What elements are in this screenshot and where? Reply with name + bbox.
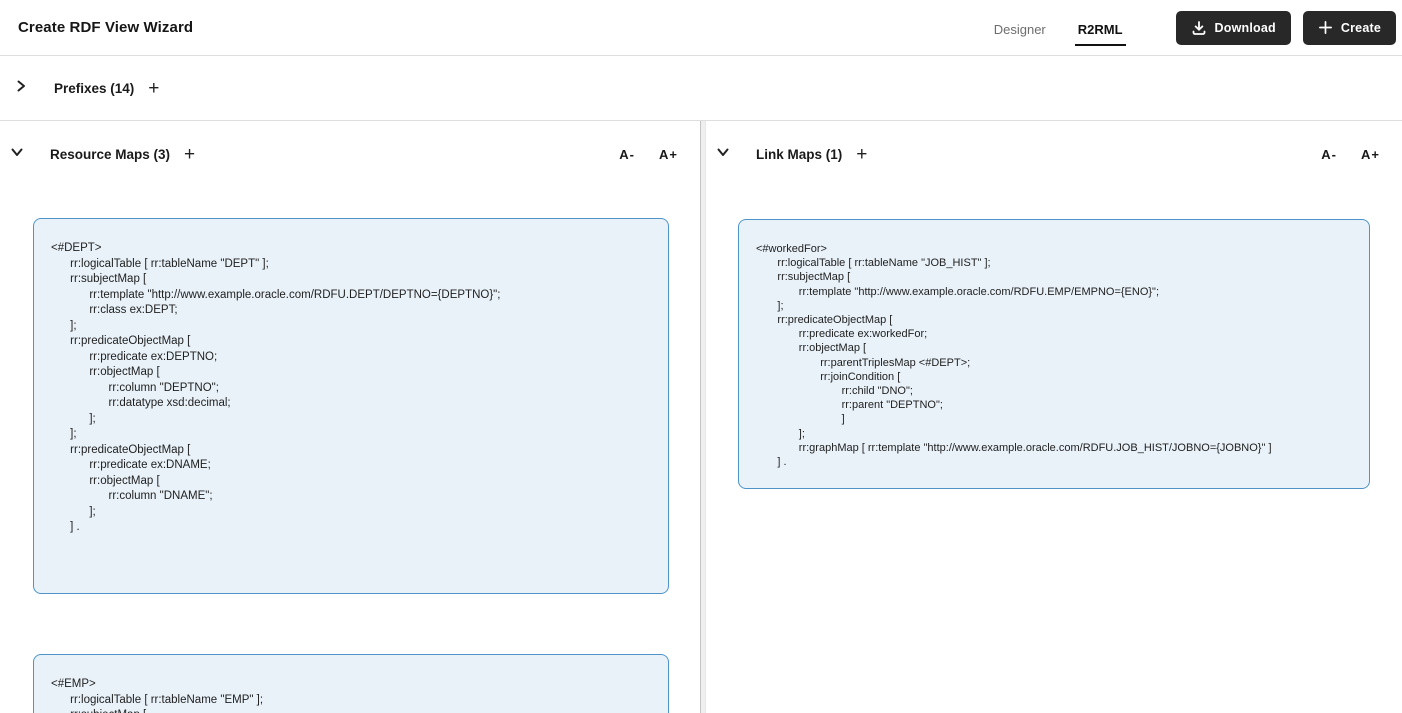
download-button-label: Download [1214,20,1276,35]
font-size-controls: A- A+ [1321,147,1380,162]
r2rml-code-workedfor: <#workedFor> rr:logicalTable [ rr:tableN… [756,243,1272,469]
font-increase-button[interactable]: A+ [1361,147,1380,162]
plus-icon [1318,20,1333,35]
tab-designer[interactable]: Designer [993,21,1046,37]
chevron-down-icon[interactable] [10,145,24,164]
chevron-down-icon[interactable] [716,145,730,164]
resource-map-card-emp: <#EMP> rr:logicalTable [ rr:tableName "E… [33,654,669,713]
add-prefix-button[interactable]: + [148,77,160,99]
view-tabs: Designer R2RML [991,10,1126,46]
create-button-label: Create [1340,20,1381,35]
app-header: Create RDF View Wizard Designer R2RML Do… [0,0,1402,56]
main-content: Resource Maps (3) + A- A+ <#DEPT> rr:log… [0,121,1402,713]
prefixes-section-header: Prefixes (14) + [0,56,1402,121]
resource-maps-label: Resource Maps (3) [50,147,171,162]
add-resource-map-button[interactable]: + [184,144,196,165]
font-increase-button[interactable]: A+ [659,147,678,162]
font-size-controls: A- A+ [619,147,678,162]
resource-maps-panel: Resource Maps (3) + A- A+ <#DEPT> rr:log… [0,121,700,713]
prefixes-label: Prefixes (14) [54,80,135,96]
font-decrease-button[interactable]: A- [1321,147,1338,162]
create-button[interactable]: Create [1302,10,1396,45]
page-title: Create RDF View Wizard [18,19,194,36]
link-map-card-workedfor: <#workedFor> rr:logicalTable [ rr:tableN… [738,219,1370,489]
panel-divider [700,121,706,713]
chevron-right-icon[interactable] [14,79,28,98]
r2rml-code-dept: <#DEPT> rr:logicalTable [ rr:tableName "… [51,242,501,533]
resource-map-card-dept: <#DEPT> rr:logicalTable [ rr:tableName "… [33,218,669,594]
download-button[interactable]: Download [1175,10,1291,45]
link-maps-header: Link Maps (1) + A- A+ [706,121,1402,164]
tab-r2rml[interactable]: R2RML [1074,10,1126,46]
resource-maps-header: Resource Maps (3) + A- A+ [0,121,700,164]
link-maps-panel: Link Maps (1) + A- A+ <#workedFor> rr:lo… [706,121,1402,713]
font-decrease-button[interactable]: A- [619,147,636,162]
add-link-map-button[interactable]: + [856,144,868,165]
download-icon [1191,20,1207,36]
r2rml-code-emp: <#EMP> rr:logicalTable [ rr:tableName "E… [51,678,264,713]
link-maps-label: Link Maps (1) [756,147,843,162]
